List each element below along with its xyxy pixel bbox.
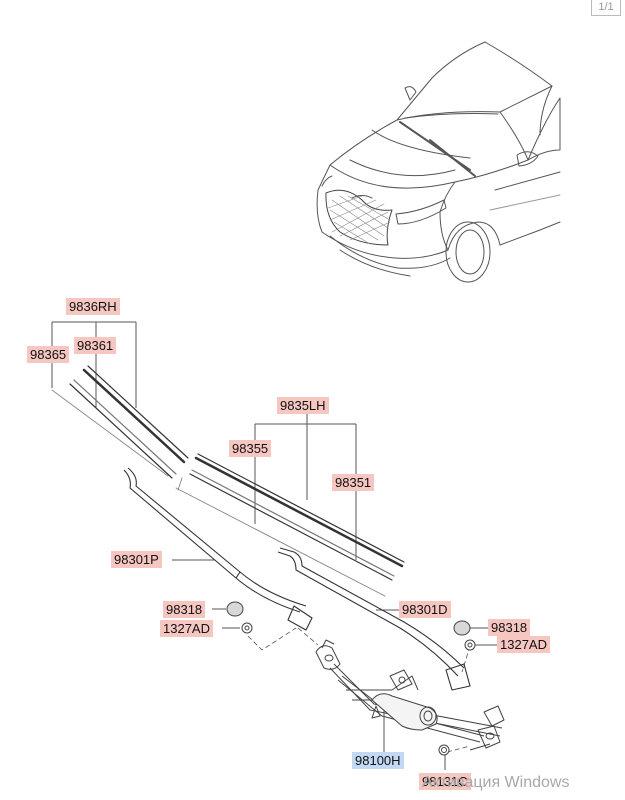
leader-lines [51, 321, 498, 770]
wiper-arms [123, 467, 471, 691]
part-label-98100h[interactable]: 98100H [352, 752, 404, 769]
part-label-9836rh[interactable]: 9836RH [66, 298, 120, 315]
part-label-98318-right[interactable]: 98318 [488, 619, 531, 636]
part-label-98301d[interactable]: 98301D [399, 601, 451, 618]
part-label-98301p[interactable]: 98301P [111, 551, 162, 568]
part-label-1327ad-left[interactable]: 1327AD [160, 620, 213, 637]
part-label-98355[interactable]: 98355 [229, 440, 272, 457]
windows-activation-watermark: Активация Windows [422, 774, 570, 791]
part-label-98131c[interactable]: 98131C [419, 773, 471, 790]
part-label-9835lh[interactable]: 9835LH [277, 397, 329, 414]
part-label-98351[interactable]: 98351 [332, 474, 375, 491]
caps-and-nuts [226, 601, 476, 756]
part-label-98318-left[interactable]: 98318 [163, 601, 206, 618]
wiper-linkage-motor [315, 639, 505, 751]
part-label-98361[interactable]: 98361 [74, 337, 117, 354]
wiper-blades [51, 365, 405, 597]
car-illustration [316, 41, 561, 283]
page-indicator: 1/1 [591, 0, 621, 16]
part-label-1327ad-right[interactable]: 1327AD [497, 636, 550, 653]
part-label-98365[interactable]: 98365 [27, 346, 70, 363]
